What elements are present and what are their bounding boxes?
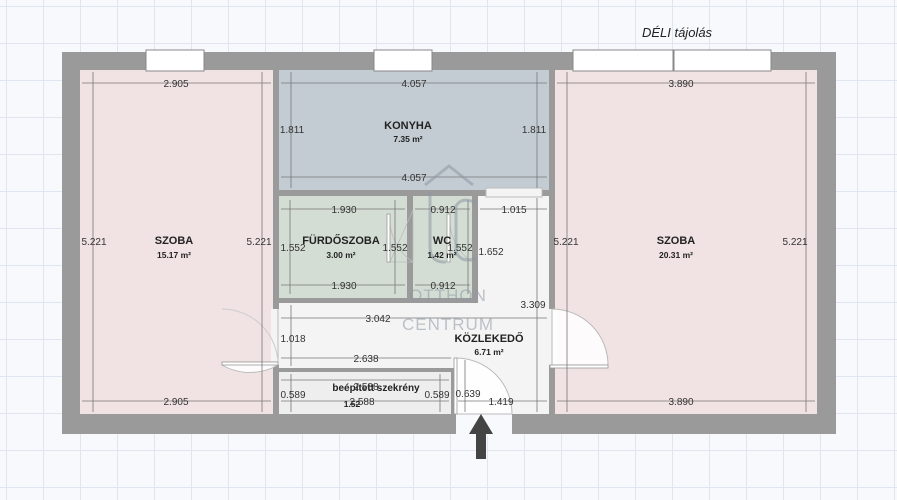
label-szoba-right-name: SZOBA [657, 235, 696, 247]
wall-bath-wc [407, 196, 413, 298]
svg-text:5.221: 5.221 [782, 237, 807, 248]
svg-text:5.221: 5.221 [246, 237, 271, 248]
label-beepitett-name: beépített szekrény [332, 383, 420, 394]
wall-kitchen-bottom [279, 190, 549, 196]
window-2 [373, 49, 433, 72]
label-konyha-area: 7.35 m² [393, 134, 422, 144]
wall-bath-bottom [279, 298, 478, 303]
svg-text:1.018: 1.018 [280, 334, 305, 345]
room-beepitett-szekreny [279, 372, 451, 414]
svg-text:2.588: 2.588 [353, 382, 378, 393]
svg-text:1.811: 1.811 [522, 125, 547, 136]
dimension-lines [82, 72, 815, 412]
svg-text:0.912: 0.912 [430, 281, 455, 292]
svg-text:1.811: 1.811 [280, 125, 305, 136]
dimension-labels: 2.905 2.905 5.221 5.221 4.057 4.057 1.81… [81, 79, 807, 408]
house-logo-icon [424, 164, 477, 264]
svg-text:0.912: 0.912 [430, 205, 455, 216]
label-furdoszoba-area: 3.00 m² [326, 250, 355, 260]
svg-text:1.552: 1.552 [447, 243, 472, 254]
svg-text:3.309: 3.309 [520, 300, 545, 311]
label-furdoszoba-name: FÜRDŐSZOBA [302, 234, 380, 247]
wall-closet-right [451, 368, 456, 414]
label-wc-name: WC [433, 235, 451, 247]
wall-wc-hall [472, 196, 478, 298]
svg-text:1.930: 1.930 [331, 205, 356, 216]
svg-text:3.890: 3.890 [668, 79, 693, 90]
watermark-line2: CENTRUM [402, 315, 494, 334]
wall-closet-top [279, 368, 451, 372]
door-swing-right-room [551, 308, 609, 366]
label-szoba-right-area: 20.31 m² [659, 250, 693, 260]
room-konyha [279, 70, 549, 190]
label-konyha-name: KONYHA [384, 120, 432, 132]
svg-text:5.221: 5.221 [81, 237, 106, 248]
svg-text:3.042: 3.042 [365, 314, 390, 325]
svg-text:4.057: 4.057 [401, 79, 426, 90]
svg-text:0.589: 0.589 [424, 390, 449, 401]
svg-text:1.930: 1.930 [331, 281, 356, 292]
orientation-label: DÉLI tájolás [642, 25, 713, 40]
label-szoba-left-area: 15.17 m² [157, 250, 191, 260]
label-kozlekedo-area: 6.71 m² [474, 347, 503, 357]
window-4 [673, 49, 772, 72]
svg-text:3.890: 3.890 [668, 397, 693, 408]
window-1 [145, 49, 205, 72]
svg-text:1.652: 1.652 [478, 247, 503, 258]
svg-text:1.552: 1.552 [382, 243, 407, 254]
svg-text:2.638: 2.638 [353, 354, 378, 365]
svg-text:5.221: 5.221 [553, 237, 578, 248]
svg-text:2.905: 2.905 [163, 397, 188, 408]
svg-text:4.057: 4.057 [401, 173, 426, 184]
watermark-line1: OTTHON [409, 286, 487, 305]
label-szoba-left-name: SZOBA [155, 235, 194, 247]
entrance-arrow-icon [469, 414, 493, 459]
kitchen-opening [485, 187, 543, 198]
label-wc-area: 1.42 m² [427, 250, 456, 260]
window-3 [572, 49, 674, 72]
svg-text:1.552: 1.552 [280, 243, 305, 254]
svg-text:2.905: 2.905 [163, 79, 188, 90]
label-kozlekedo-name: KÖZLEKEDŐ [454, 332, 524, 345]
svg-text:0.589: 0.589 [280, 390, 305, 401]
svg-text:1.015: 1.015 [501, 205, 526, 216]
svg-text:1.419: 1.419 [488, 397, 513, 408]
svg-text:2.588: 2.588 [349, 397, 374, 408]
label-beepitett-area: 1.52 [344, 399, 361, 409]
svg-text:0.639: 0.639 [455, 389, 480, 400]
room-szoba-left [80, 70, 273, 414]
